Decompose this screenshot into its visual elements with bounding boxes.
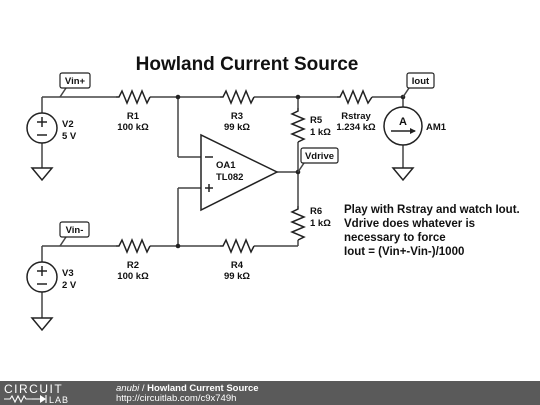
op-amp-oa1[interactable]: OA1 TL082 (200, 133, 279, 212)
net-label-vin-minus[interactable]: Vin- (59, 221, 90, 247)
logo-bottom-text: LAB (49, 395, 69, 404)
schematic-canvas: Howland Current Source (26, 54, 520, 332)
ammeter-am1[interactable]: A AM1 (383, 106, 447, 146)
note-line-1: Play with Rstray and watch Iout. (344, 204, 520, 216)
r3-value: 99 kΩ (224, 122, 250, 133)
r3-name: R3 (231, 111, 243, 122)
resistor-r4[interactable]: R4 99 kΩ (220, 238, 255, 282)
ammeter-symbol: A (399, 116, 407, 128)
r4-name: R4 (231, 260, 244, 271)
logo-top-text: CIRCUIT (4, 382, 63, 396)
annotation-note: Play with Rstray and watch Iout. Vdrive … (344, 204, 520, 258)
voltage-source-v2[interactable]: V2 5 V (26, 112, 77, 144)
footer-meta: anubi / Howland Current Source http://ci… (116, 384, 259, 404)
note-line-2: Vdrive does whatever is (344, 218, 475, 230)
footer-user[interactable]: anubi (116, 383, 140, 394)
v3-value: 2 V (62, 280, 77, 291)
svg-text:Iout: Iout (412, 76, 430, 87)
resistor-r2[interactable]: R2 100 kΩ (116, 238, 151, 282)
v2-name: V2 (62, 119, 74, 130)
r1-name: R1 (127, 111, 140, 122)
v2-value: 5 V (62, 131, 77, 142)
resistor-r6[interactable]: R6 1 kΩ (290, 206, 331, 241)
r5-name: R5 (310, 115, 323, 126)
svg-text:Vdrive: Vdrive (305, 151, 334, 162)
ground-symbol-v2 (30, 167, 54, 182)
am1-name: AM1 (426, 122, 447, 133)
resistor-r1[interactable]: R1 100 kΩ (116, 89, 151, 133)
note-line-4: Iout = (Vin+-Vin-)/1000 (344, 246, 464, 258)
v3-name: V3 (62, 268, 74, 279)
r6-name: R6 (310, 206, 322, 217)
ground-symbol-v3 (30, 317, 54, 332)
footer-separator: / (139, 383, 148, 394)
resistor-rstray[interactable]: Rstray 1.234 kΩ (336, 89, 376, 133)
logo-resistor-glyph (4, 394, 32, 404)
r2-name: R2 (127, 260, 139, 271)
diagram-title: Howland Current Source (136, 54, 359, 75)
svg-text:Vin-: Vin- (66, 225, 84, 236)
r1-value: 100 kΩ (117, 122, 149, 133)
footer-bar: CIRCUIT LAB anubi / Howland Current Sour… (0, 381, 540, 405)
r5-value: 1 kΩ (310, 127, 331, 138)
svg-text:Vin+: Vin+ (65, 76, 86, 87)
oa1-name: OA1 (216, 160, 236, 171)
r2-value: 100 kΩ (117, 271, 149, 282)
logo-diode-glyph (40, 395, 46, 403)
ground-symbol-ammeter (391, 167, 415, 182)
footer-doc-title: Howland Current Source (147, 383, 259, 394)
wires (41, 96, 404, 318)
r6-value: 1 kΩ (310, 218, 331, 229)
resistor-r5[interactable]: R5 1 kΩ (290, 108, 331, 143)
circuitlab-logo[interactable]: CIRCUIT LAB (2, 382, 102, 404)
net-label-vdrive[interactable]: Vdrive (297, 147, 339, 173)
footer-url[interactable]: http://circuitlab.com/c9x749h (116, 393, 237, 404)
voltage-source-v3[interactable]: V3 2 V (26, 261, 77, 293)
resistor-r3[interactable]: R3 99 kΩ (220, 89, 255, 133)
oa1-model: TL082 (216, 172, 243, 183)
rstray-value: 1.234 kΩ (336, 122, 376, 133)
net-label-vin-plus[interactable]: Vin+ (59, 72, 91, 98)
rstray-name: Rstray (341, 111, 371, 122)
note-line-3: necessary to force (344, 232, 446, 244)
net-label-iout[interactable]: Iout (402, 72, 435, 98)
r4-value: 99 kΩ (224, 271, 250, 282)
